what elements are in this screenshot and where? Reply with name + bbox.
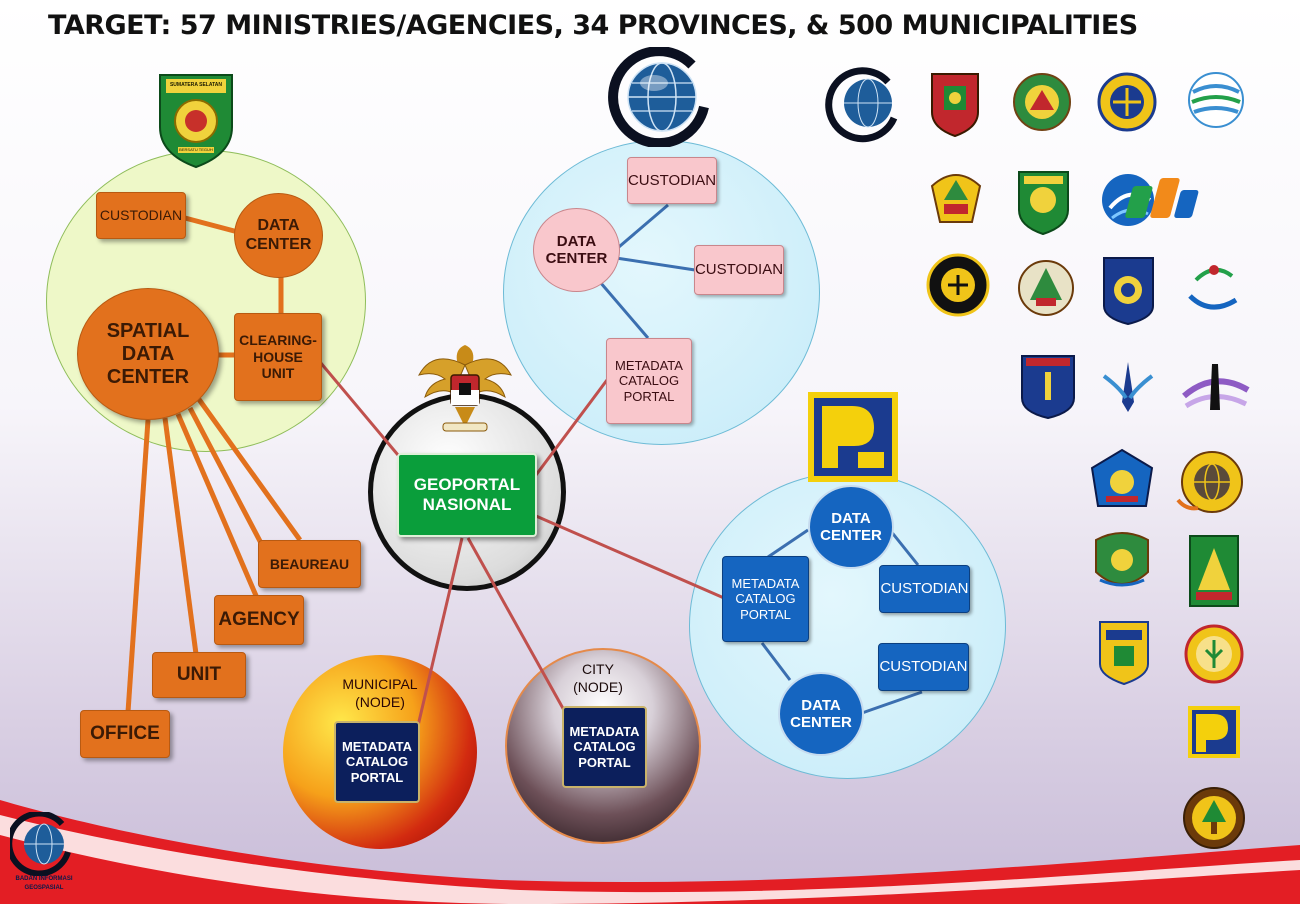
agency-box: AGENCY [214, 595, 304, 645]
big-logo-kalimantan-selatan-icon [931, 73, 979, 138]
pu-custodian-box-2: CUSTODIAN [878, 643, 969, 691]
big-logo-bps-icon [1125, 178, 1199, 218]
province-custodian-box: CUSTODIAN [96, 192, 186, 239]
big-logo-esdm-icon [926, 253, 990, 317]
spatial-data-center-node: SPATIAL DATA CENTER [77, 288, 219, 420]
big-logo-dirgantara-icon [1102, 362, 1154, 412]
big-logo-kehutanan-icon [1183, 787, 1245, 849]
footer-agency-name-line-2: GEOSPASIAL [24, 885, 64, 891]
municipal-node-label: MUNICIPAL (NODE) [342, 676, 418, 710]
big-logo-lapan-icon [1188, 265, 1238, 310]
big-logo-jaya-raya-icon [1021, 355, 1075, 420]
city-metadata-portal-box: METADATA CATALOG PORTAL [562, 706, 647, 788]
big-logo-kota-icon [1099, 621, 1149, 686]
ministry-metadata-portal-box: METADATA CATALOG PORTAL [606, 338, 692, 424]
big-logo-jawa-tengah-icon [930, 174, 982, 223]
big-logo-bmkg-icon [1188, 72, 1244, 128]
pupr-logo-icon [808, 392, 898, 482]
footer-globe-logo-icon [10, 812, 71, 876]
ministry-data-center-node: DATA CENTER [533, 208, 620, 292]
big-logo-jawa-barat-icon [1095, 532, 1149, 587]
pu-data-center-node-1: DATA CENTER [808, 485, 894, 569]
municipal-metadata-portal-box: METADATA CATALOG PORTAL [334, 721, 420, 803]
big-logo-sumatera-utara-icon [1013, 73, 1071, 131]
clearing-house-unit-box: CLEARING- HOUSE UNIT [234, 313, 322, 401]
big-logo-kkp-icon [1103, 257, 1154, 326]
province-logo-caption-top: SUMATERA SELATAN [169, 82, 223, 88]
pu-metadata-portal-box: METADATA CATALOG PORTAL [722, 556, 809, 642]
big-logo-pertanian-icon [1184, 624, 1244, 684]
garuda-pancasila-icon [418, 345, 512, 432]
ministry-custodian-box-2: CUSTODIAN [694, 245, 784, 295]
city-node-label: CITY (NODE) [573, 661, 623, 695]
globe-logo-icon [608, 47, 709, 147]
big-logo-perhubungan-icon [1097, 72, 1157, 132]
big-logo-pupr-icon [1188, 706, 1240, 758]
province-logo-caption-bottom: BERSATU TEGUH [179, 147, 213, 152]
pu-data-center-node-2: DATA CENTER [778, 672, 864, 756]
big-logo-sumatera-selatan-icon [1018, 171, 1069, 236]
beaureau-box: BEAUREAU [258, 540, 361, 588]
sumatera-selatan-shield-icon [159, 74, 233, 169]
big-logo-globe-icon [825, 67, 898, 143]
big-logo-riau-icon [1189, 535, 1239, 607]
big-logo-atr-icon [1176, 451, 1243, 513]
province-data-center-node: DATA CENTER [234, 193, 323, 278]
unit-box: UNIT [152, 652, 246, 698]
big-logo-pariwisata-icon [1182, 364, 1250, 410]
big-logo-sulawesi-icon [1018, 260, 1074, 316]
office-box: OFFICE [80, 710, 170, 758]
footer-agency-name-line-1: BADAN INFORMASI [15, 876, 73, 882]
ministry-custodian-box-1: CUSTODIAN [627, 157, 717, 204]
pu-custodian-box-1: CUSTODIAN [879, 565, 970, 613]
slide-title: TARGET: 57 MINISTRIES/AGENCIES, 34 PROVI… [48, 10, 1138, 41]
big-logo-bali-icon [1090, 448, 1154, 507]
geoportal-nasional-box: GEOPORTAL NASIONAL [397, 453, 537, 537]
